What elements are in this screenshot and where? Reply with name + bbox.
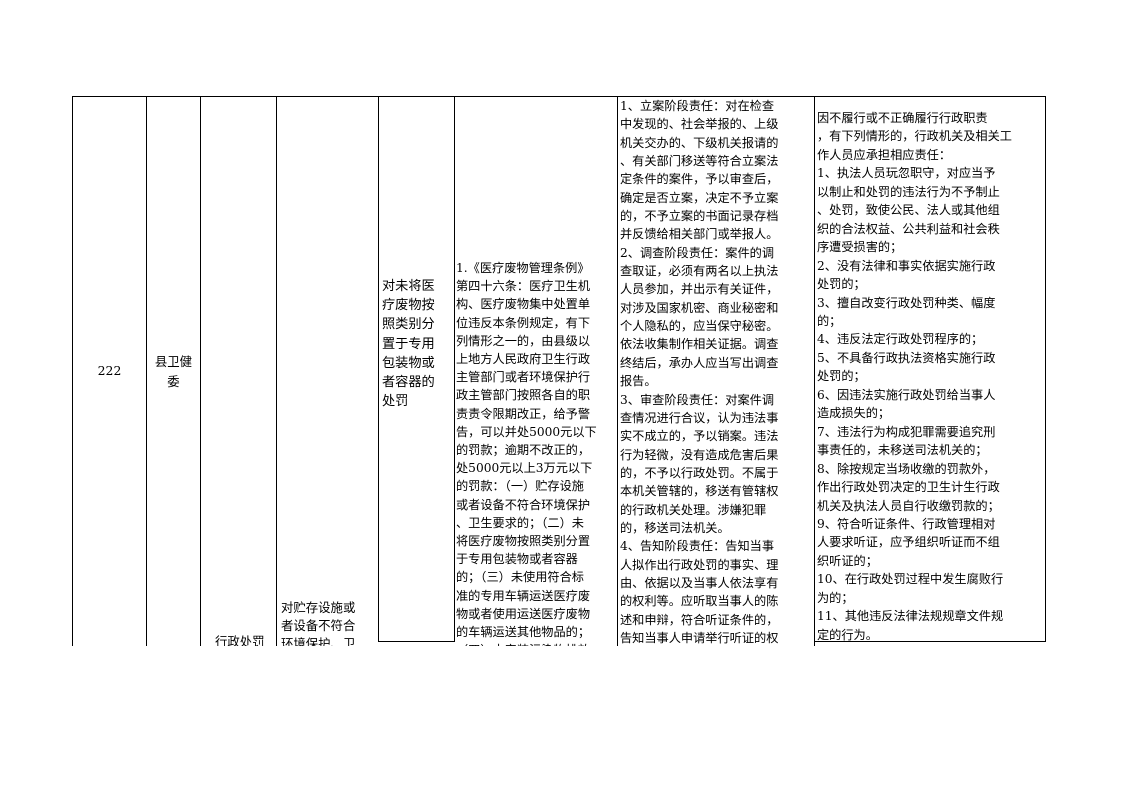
accountability-text: 因不履行或不正确履行行政职责 ，有下列情形的，行政机关及相关工 作人员应承担相应…	[817, 111, 1012, 642]
sub-item-cell: 对未将医 疗废物按 照类别分 置于专用 包装物或 者容器的 处罚	[378, 96, 455, 642]
legal-basis-text: 1.《医疗废物管理条例》 第四十六条：医疗卫生机 构、医疗废物集中处置单 位违反…	[456, 261, 597, 646]
row-number-cell: 222	[72, 96, 146, 646]
department-cell: 县卫健 委	[146, 96, 200, 646]
item-name: 对贮存设施或 者设备不符合 环境保护、卫	[281, 600, 356, 646]
sub-item-name: 对未将医 疗废物按 照类别分 置于专用 包装物或 者容器的 处罚	[382, 279, 435, 410]
department-name: 县卫健 委	[154, 353, 193, 389]
responsibility-cell: 1、立案阶段责任：对在检查 中发现的、社会举报的、上级 机关交办的、下级机关报请…	[618, 96, 815, 646]
row-number: 222	[97, 363, 122, 379]
item-name-cell: 对贮存设施或 者设备不符合 环境保护、卫	[276, 96, 378, 646]
responsibility-text: 1、立案阶段责任：对在检查 中发现的、社会举报的、上级 机关交办的、下级机关报请…	[620, 99, 779, 645]
category-label: 行政处罚	[215, 634, 265, 646]
legal-basis-cell: 1.《医疗废物管理条例》 第四十六条：医疗卫生机 构、医疗废物集中处置单 位违反…	[455, 96, 618, 646]
accountability-cell: 因不履行或不正确履行行政职责 ，有下列情形的，行政机关及相关工 作人员应承担相应…	[815, 96, 1046, 642]
category-cell: 行政处罚	[200, 96, 276, 646]
